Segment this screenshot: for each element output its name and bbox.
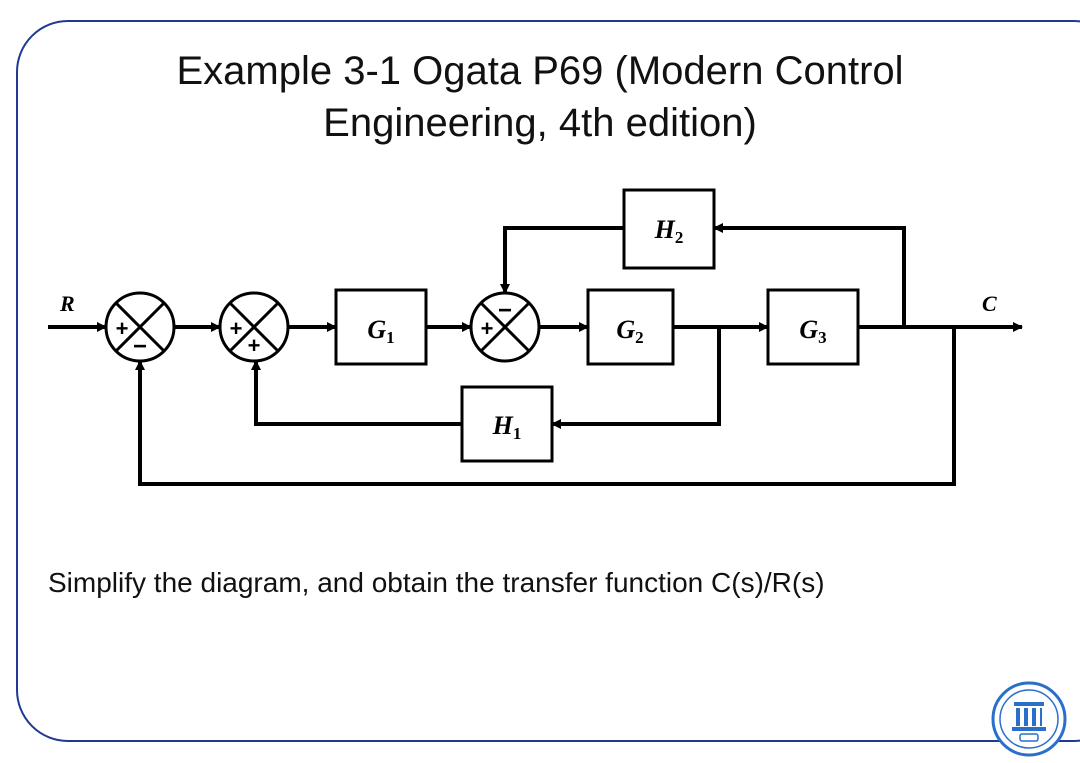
block-g2: G2: [586, 288, 675, 366]
title-line-1: Example 3-1 Ogata P69 (Modern Control: [176, 49, 904, 93]
summing-junction-3: + −: [469, 291, 541, 363]
s2-sign-bottom: +: [248, 333, 261, 358]
svg-text:G3: G3: [799, 315, 826, 347]
block-g3: G3: [766, 288, 860, 366]
wire-to-h1: [551, 327, 721, 429]
g1-sub: 1: [386, 328, 395, 347]
g1-name: G: [367, 315, 386, 344]
slide-frame: [16, 20, 1080, 742]
svg-text:H1: H1: [492, 411, 522, 443]
svg-text:H2: H2: [654, 215, 684, 247]
s1-sign-bottom: −: [133, 333, 147, 360]
block-g1: G1: [334, 288, 428, 366]
g2-sub: 2: [635, 328, 644, 347]
problem-statement: Simplify the diagram, and obtain the tra…: [48, 567, 825, 598]
h2-name: H: [654, 215, 676, 244]
svg-text:G1: G1: [367, 315, 394, 347]
wire-unity-feedback: [135, 327, 956, 486]
h2-sub: 2: [675, 228, 684, 247]
title-line-2: Engineering, 4th edition): [323, 101, 757, 145]
g2-name: G: [616, 315, 635, 344]
university-seal-icon: [991, 681, 1067, 757]
block-h2: H2: [622, 188, 716, 270]
h1-name: H: [492, 411, 514, 440]
summing-junction-2: + +: [218, 291, 290, 363]
wire-to-h2: [713, 223, 906, 327]
s3-sign-left: +: [481, 316, 494, 341]
svg-text:G2: G2: [616, 315, 643, 347]
block-h1: H1: [460, 385, 554, 463]
input-label-r: R: [59, 291, 75, 316]
s2-sign-left: +: [230, 316, 243, 341]
output-label-c: C: [982, 291, 997, 316]
wire-h2-to-s3: [500, 226, 624, 294]
s1-sign-left: +: [116, 316, 129, 341]
summing-junction-1: + −: [104, 291, 176, 363]
g3-name: G: [799, 315, 818, 344]
s3-sign-top: −: [498, 297, 512, 324]
wire-h1-to-s2: [251, 360, 462, 426]
g3-sub: 3: [818, 328, 827, 347]
slide-title: Example 3-1 Ogata P69 (Modern Control En…: [90, 45, 990, 149]
h1-sub: 1: [513, 424, 522, 443]
